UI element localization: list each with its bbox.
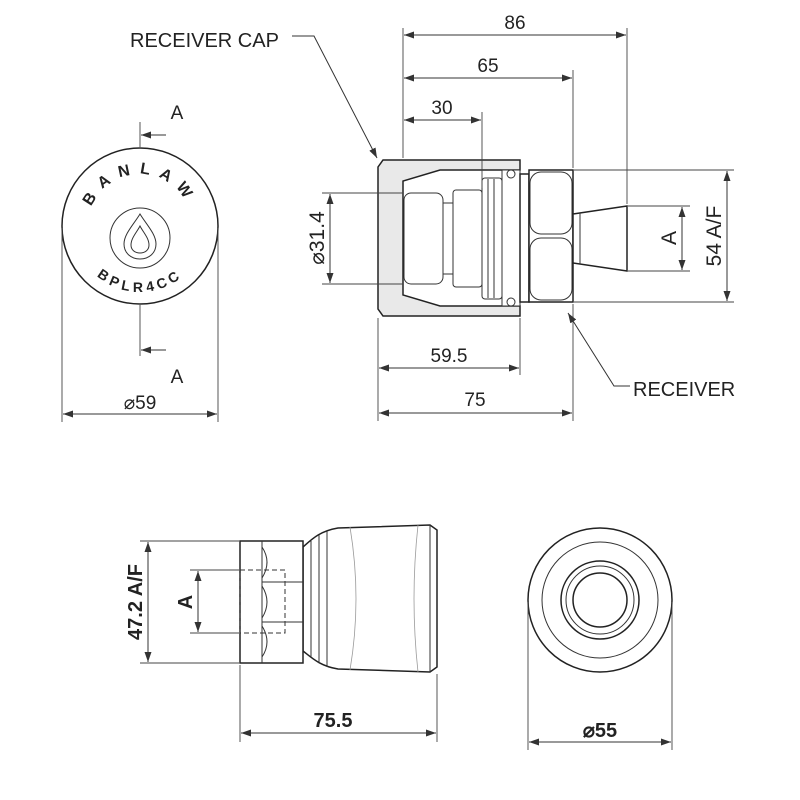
assembly-side-view: RECEIVER CAP 86 65 30	[130, 13, 735, 421]
logo-ring	[109, 207, 171, 269]
thread-a-label: A	[658, 231, 681, 245]
hex-face-curve-3	[261, 625, 268, 658]
dim-65-label: 65	[477, 56, 498, 77]
body-shading-right	[413, 524, 419, 673]
dim-59-5-label: 59.5	[431, 346, 468, 367]
receiver-collar	[481, 177, 503, 300]
receiver-hex-nut	[528, 169, 574, 303]
receiver-leader	[567, 312, 630, 387]
threaded-spigot	[572, 205, 628, 272]
dim-30-label: 30	[431, 98, 452, 119]
logo-outer-drop	[123, 213, 157, 260]
receiver-cap-section	[377, 159, 521, 317]
receiver-nose	[403, 192, 444, 285]
receiver-side-view: 47.2 A/F A 75.5	[125, 524, 438, 742]
receiver-callout: RECEIVER	[633, 379, 735, 401]
receiver-body-neck	[519, 173, 530, 303]
receiver-end-view: ⌀55	[527, 527, 673, 750]
end-view-face-circle	[541, 541, 659, 659]
hex47-label: 47.2 A/F	[125, 564, 147, 640]
receiver-cap-callout: RECEIVER CAP	[130, 30, 279, 52]
receiver-nose-shoulder	[452, 189, 483, 288]
receiver-body	[302, 524, 438, 673]
receiver-body-front	[501, 169, 521, 307]
dim-86-label: 86	[504, 13, 525, 34]
cap-end-view: BANLAW BPLR4CC A A ⌀59	[61, 103, 219, 422]
o-ring-bottom	[506, 297, 516, 307]
hex54-label: 54 A/F	[703, 206, 726, 267]
hex-face-upper	[529, 171, 573, 235]
receiver-nose-groove	[442, 202, 454, 275]
dia59-label: ⌀59	[124, 393, 157, 414]
body-shading-left	[349, 526, 357, 671]
end-view-bore-step	[565, 565, 635, 635]
receiver-cap-leader	[292, 35, 378, 159]
section-mark-top: A	[171, 103, 184, 124]
end-view-bore-inner	[572, 572, 628, 628]
hex-face-curve-1	[261, 546, 268, 579]
rx-thread-label: A	[175, 595, 197, 609]
dim-75-label: 75	[464, 390, 485, 411]
o-ring-top	[506, 169, 516, 179]
logo-inner-drop	[130, 224, 150, 254]
receiver-hex-nut-side	[239, 540, 304, 664]
hex-face-lower	[529, 237, 573, 301]
section-mark-bottom: A	[171, 367, 184, 388]
hex-face-curve-2	[261, 585, 268, 619]
water-drop-logo-icon	[109, 207, 171, 269]
hidden-thread	[239, 569, 286, 634]
dia31-label: ⌀31.4	[306, 211, 329, 265]
len75-5-label: 75.5	[314, 710, 353, 732]
dia55-label: ⌀55	[583, 720, 617, 742]
